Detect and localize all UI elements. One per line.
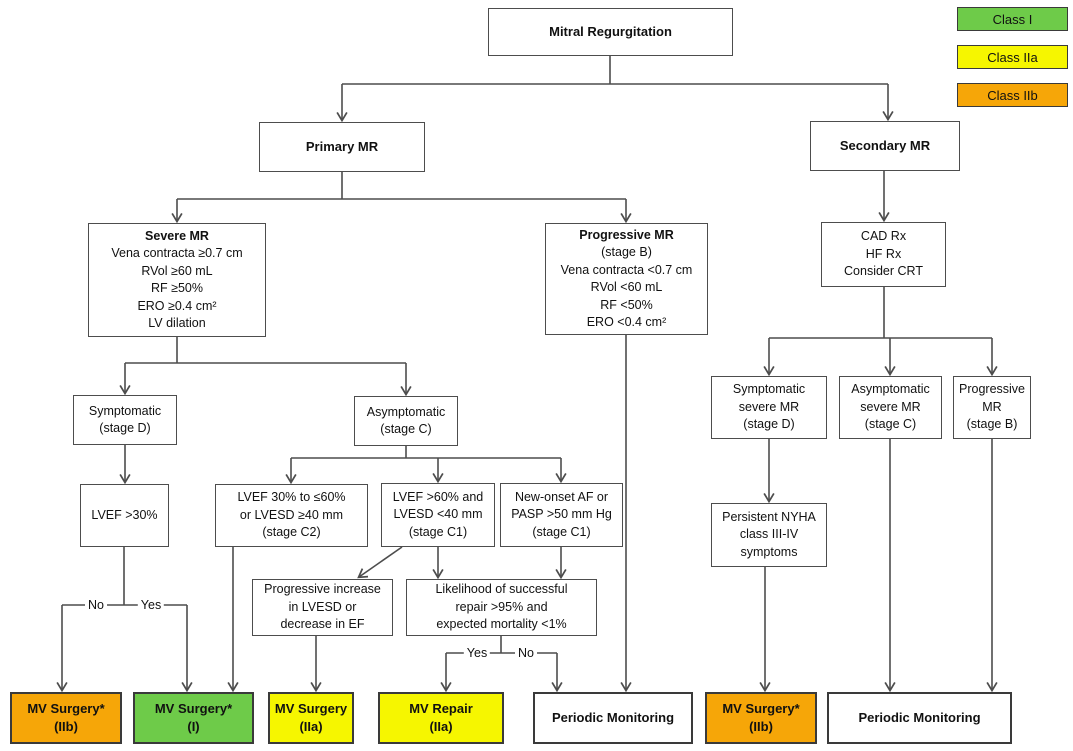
text-line: MR (982, 399, 1002, 414)
node-symptomatic-stage-d: Symptomatic (stage D) (73, 395, 177, 445)
node-primary-mr: Primary MR (259, 122, 425, 172)
node-progressive-mr-primary: Progressive MR (stage B) Vena contracta … (545, 223, 708, 335)
edge-label-no-2: No (515, 646, 537, 660)
node-title: Primary MR (305, 139, 379, 155)
text-line: New-onset AF or (514, 489, 609, 504)
outcome-periodic-monitoring-right: Periodic Monitoring (827, 692, 1012, 744)
text-line: Progressive increase (264, 582, 381, 597)
edge-label-no-1: No (85, 598, 107, 612)
node-stage-c2: LVEF 30% to ≤60% or LVESD ≥40 mm (stage … (215, 484, 368, 547)
text-line: (IIa) (429, 719, 453, 734)
node-asymptomatic-severe-mr: Asymptomatic severe MR (stage C) (839, 376, 942, 439)
text-line: Symptomatic (88, 403, 162, 418)
text-line: LVESD <40 mm (393, 507, 483, 522)
node-severe-mr: Severe MR Vena contracta ≥0.7 cm RVol ≥6… (88, 223, 266, 337)
text-line: ERO <0.4 cm² (586, 315, 667, 329)
text-line: Symptomatic (732, 382, 806, 397)
text-line: (stage C) (380, 422, 432, 436)
outcome-periodic-monitoring-left: Periodic Monitoring (533, 692, 693, 744)
text-line: RVol ≥60 mL (141, 263, 213, 278)
text-line: (stage C1) (532, 524, 591, 539)
outcome-mv-surgery-iib-left: MV Surgery* (IIb) (10, 692, 122, 744)
legend-class-iia: Class IIa (957, 45, 1068, 69)
text-line: Persistent NYHA (722, 509, 816, 524)
node-cad-hf-crt: CAD Rx HF Rx Consider CRT (821, 222, 946, 287)
text-line: symptoms (740, 544, 798, 559)
text-line: MV Surgery* (722, 701, 800, 716)
node-stage-c1-lvef: LVEF >60% and LVESD <40 mm (stage C1) (381, 483, 495, 547)
node-asymptomatic-stage-c: Asymptomatic (stage C) (354, 396, 458, 446)
text-line: Consider CRT (844, 264, 923, 279)
text-line: expected mortality <1% (436, 617, 567, 632)
text-line: LV dilation (148, 316, 206, 330)
text-line: (I) (187, 719, 200, 734)
edge-label-yes-2: Yes (463, 646, 491, 660)
text-line: (stage C) (864, 417, 917, 432)
outcome-mv-surgery-iib-right: MV Surgery* (IIb) (705, 692, 817, 744)
text-line: or LVESD ≥40 mm (239, 507, 344, 522)
text-line: Vena contracta <0.7 cm (560, 262, 693, 277)
node-title: Secondary MR (839, 138, 931, 154)
text-line: decrease in EF (280, 617, 365, 632)
node-lvef-gt-30: LVEF >30% (80, 484, 169, 547)
text-line: Asymptomatic (366, 404, 446, 419)
node-progressive-increase-lvesd: Progressive increase in LVESD or decreas… (252, 579, 393, 636)
outcome-mv-repair-iia: MV Repair (IIa) (378, 692, 504, 744)
node-persistent-nyha: Persistent NYHA class III-IV symptoms (711, 503, 827, 567)
node-likelihood-successful-repair: Likelihood of successful repair >95% and… (406, 579, 597, 636)
text-line: (IIb) (749, 719, 773, 734)
text-line: Likelihood of successful (435, 582, 568, 597)
text-line: (IIa) (299, 719, 323, 734)
text-line: (stage C2) (262, 525, 321, 540)
text-line: Vena contracta ≥0.7 cm (111, 246, 243, 260)
node-title: Progressive MR (579, 227, 674, 242)
legend-class-i: Class I (957, 7, 1068, 31)
text-line: (stage D) (99, 421, 151, 435)
text-line: Asymptomatic (851, 382, 930, 397)
node-symptomatic-severe-mr: Symptomatic severe MR (stage D) (711, 376, 827, 439)
edge-label-yes-1: Yes (137, 598, 165, 612)
text-line: CAD Rx (860, 229, 907, 244)
text-line: (stage C1) (408, 524, 468, 539)
text-line: RF ≥50% (150, 281, 203, 295)
text-line: ERO ≥0.4 cm² (137, 298, 217, 313)
text-line: Periodic Monitoring (858, 710, 981, 725)
node-title: Severe MR (145, 228, 209, 243)
text-line: LVEF >60% and (392, 489, 484, 504)
text-line: MV Repair (409, 701, 473, 716)
text-line: MV Surgery* (154, 701, 233, 716)
text-line: (IIb) (54, 719, 78, 734)
outcome-mv-surgery-iia: MV Surgery (IIa) (268, 692, 354, 744)
node-secondary-mr: Secondary MR (810, 121, 960, 171)
node-title: Mitral Regurgitation (549, 24, 672, 40)
text-line: (stage D) (743, 417, 795, 432)
text-line: MV Surgery (274, 701, 348, 716)
text-line: Periodic Monitoring (551, 710, 675, 725)
text-line: in LVESD or (288, 599, 357, 614)
text-line: RF <50% (600, 297, 653, 312)
text-line: severe MR (738, 399, 800, 414)
node-mitral-regurgitation: Mitral Regurgitation (488, 8, 733, 56)
legend-class-iib: Class IIb (957, 83, 1068, 107)
text-line: LVEF >30% (91, 507, 158, 522)
text-line: class III-IV (739, 527, 799, 542)
text-line: repair >95% and (455, 599, 548, 614)
text-line: LVEF 30% to ≤60% (237, 490, 346, 505)
node-progressive-mr-secondary: Progressive MR (stage B) (953, 376, 1031, 439)
node-stage-c1-af-pasp: New-onset AF or PASP >50 mm Hg (stage C1… (500, 483, 623, 547)
outcome-mv-surgery-i: MV Surgery* (I) (133, 692, 254, 744)
text-line: RVol <60 mL (590, 280, 663, 294)
text-line: Progressive (959, 382, 1025, 397)
text-line: PASP >50 mm Hg (511, 507, 612, 522)
text-line: HF Rx (865, 246, 902, 261)
text-line: (stage B) (966, 417, 1018, 432)
text-line: severe MR (860, 399, 921, 414)
text-line: (stage B) (601, 245, 652, 259)
text-line: MV Surgery* (27, 701, 105, 716)
